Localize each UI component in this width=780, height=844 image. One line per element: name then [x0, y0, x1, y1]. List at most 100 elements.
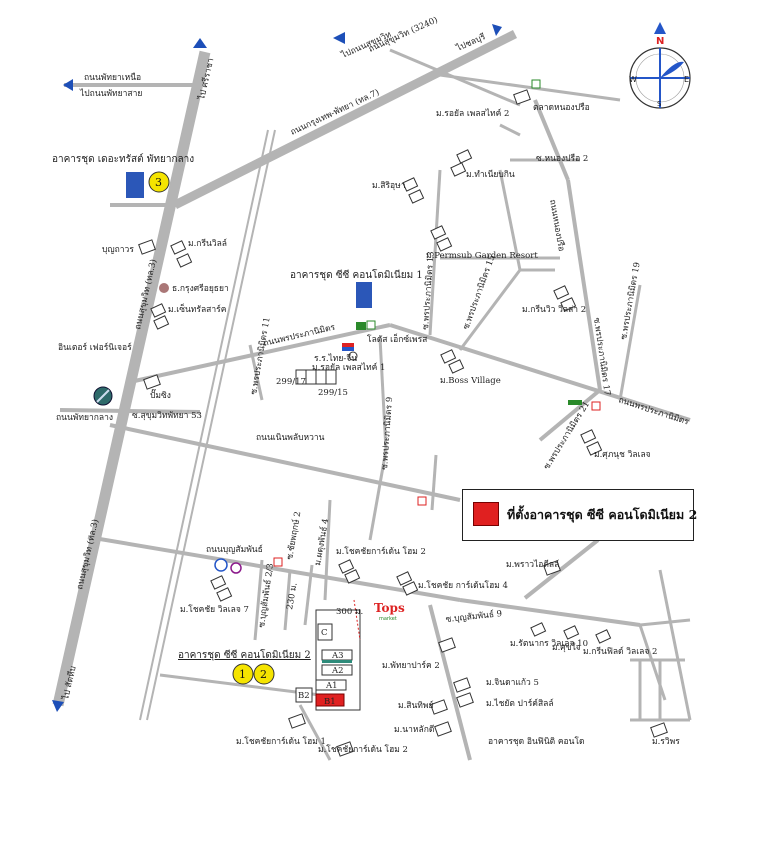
soi-phanthamit-15 — [498, 169, 522, 271]
distance-line-300 — [353, 599, 361, 641]
east-loop-right — [658, 569, 692, 721]
label-to-beach-rd: ไปถนนพัทยาสาย — [79, 88, 142, 99]
label-mb-permsub: ม.Permsub Garden Resort — [426, 251, 538, 261]
arrow-sukhumvit — [333, 32, 345, 44]
condo-1-building-icon — [356, 282, 372, 308]
soi-bunsamphan-2-3 — [253, 559, 264, 641]
distance-300-label: 300 ม. — [336, 607, 363, 617]
building-b2-label: B2 — [298, 691, 310, 701]
condo2-bottom — [298, 704, 332, 761]
label-soi-bunsamphan-9: ซ.บุญสัมพันธ์ 9 — [445, 608, 502, 625]
bunsamphan-road-east — [459, 598, 641, 627]
compass-e: E — [684, 75, 689, 84]
label-mb-pattaya-park-2: ม.พัทยาปาร์ค 2 — [382, 660, 440, 671]
label-mb-chokchai-garden-4: ม.โชคชัย การ์เด้นโฮม 4 — [418, 580, 508, 591]
house-icon — [440, 349, 457, 364]
label-condo-2: อาคารชุด ซีซี คอนโดมิเนียม 2 — [178, 648, 311, 661]
ptt-station-mark — [96, 389, 110, 403]
phanthamit-road — [129, 323, 391, 384]
sukhumvit-highway — [52, 50, 211, 707]
label-soi-nongprue-2: ซ.หนองปรือ 2 — [536, 153, 588, 164]
badge-3-label: 3 — [155, 176, 162, 189]
soi-phanthamit-9b — [368, 449, 388, 541]
house-icon — [580, 429, 597, 444]
badge-2 — [253, 663, 275, 685]
tops-logo: Tops — [374, 601, 405, 615]
building-c-label: C — [321, 628, 328, 638]
label-mb-chinda-5: ม.จินดาแก้ว 5 — [486, 677, 539, 688]
compass-north-arrow-icon — [654, 22, 666, 34]
compass: N E W S — [629, 22, 691, 109]
building-a2-label: A2 — [331, 666, 344, 676]
label-school: ร.ร.ไทย-จีน — [314, 353, 357, 364]
house-icon — [408, 189, 425, 204]
label-intersect-furniture: อินเตอร์ เฟอร์นิเจอร์ — [58, 342, 132, 353]
soi-school — [430, 454, 438, 511]
building-b2 — [295, 687, 313, 703]
house-icon — [456, 149, 473, 164]
label-plot-299-17: 299/17 — [276, 377, 306, 387]
house-icon — [560, 297, 577, 312]
label-mb-jomtien: ม.ทำเนียบกิน — [466, 169, 515, 180]
nongprue-hairpin — [499, 123, 521, 137]
convenience-store-icon — [531, 79, 541, 89]
condo-3-building-icon — [126, 172, 144, 198]
label-mb-rawiwan: ม.รวิพร — [652, 737, 680, 747]
convenience-store-icon — [591, 401, 601, 411]
convenience-store-icon — [366, 320, 376, 330]
label-mb-na-rak: ม.นาหลักดี — [394, 724, 434, 735]
house-icon — [143, 374, 161, 390]
phanthamit-road-east — [389, 323, 691, 422]
house-icon — [436, 237, 453, 252]
school-flag-icon-2 — [342, 347, 354, 351]
ptt-logo-icon — [214, 558, 228, 572]
condo2-access — [323, 499, 332, 601]
arrow-chonburi — [492, 24, 502, 36]
house-icon — [430, 699, 448, 715]
house-icon — [150, 303, 167, 318]
map-legend: ที่ตั้งอาคารชุด ซีซี คอนโดมิเนียม 2 — [462, 489, 697, 541]
house-icon — [586, 441, 603, 456]
label-mb-siri-usa: ม.สิริอุษา — [372, 181, 406, 191]
compass-n: N — [656, 36, 664, 47]
house-icon — [402, 581, 419, 596]
shell-logo-icon — [230, 562, 242, 574]
soi-bunsamphan-2 — [283, 569, 292, 631]
badge-1-label: 1 — [239, 668, 246, 681]
house-icon — [344, 569, 361, 584]
badge-2-label: 2 — [260, 668, 267, 681]
compass-s: S — [657, 100, 662, 108]
nernplubwan-road — [109, 423, 461, 502]
label-bunyawat: บุญถาวร — [102, 245, 134, 255]
house-icon — [153, 315, 170, 330]
house-icon — [170, 240, 187, 255]
house-icon — [210, 575, 227, 590]
label-mb-sukjai: ม.ศุขใจ — [552, 642, 581, 653]
east-box-top — [639, 618, 691, 627]
label-mb-green-field: ม.กรีนฟิลด์ วิลเลจ 2 — [583, 646, 657, 657]
label-mb-central-house: ม.เซ็นทรัลสาร์ค — [168, 303, 226, 315]
house-icon — [450, 162, 467, 177]
krungsri-bank-icon — [159, 283, 169, 293]
label-krungsri-bank: ธ.กรุงศรีอยุธยา — [172, 283, 229, 294]
house-icon — [288, 713, 306, 729]
label-mb-green-view-2: ม.กรีนวิว วิลล่า 2 — [522, 304, 586, 315]
building-b1-label: B1 — [324, 697, 336, 707]
building-b1-target — [315, 693, 345, 707]
label-soi-sukhumvit-53: ซ.สุขุมวิทพัทยา 53 — [132, 411, 202, 421]
railway-left — [139, 129, 269, 721]
badge-3 — [148, 171, 170, 193]
label-distance-230: 230 ม. — [285, 582, 300, 611]
house-icon — [456, 692, 474, 708]
badges: 3 1 2 — [148, 171, 275, 685]
compass-w: W — [629, 75, 637, 84]
arrow-sattahip — [52, 700, 64, 712]
house-icon — [430, 225, 447, 240]
label-plot-299-15: 299/15 — [318, 388, 348, 398]
arrow-sriracha — [193, 38, 207, 48]
label-mb-chaiyaphruek-park: ม.ไชยัต ปาร์ค์สิลล์ — [486, 698, 554, 709]
arrow-beach-road — [63, 79, 73, 91]
building-a2 — [321, 664, 353, 676]
label-north-pattaya-rd: ถนนพัทยาเหนือ — [84, 72, 141, 83]
